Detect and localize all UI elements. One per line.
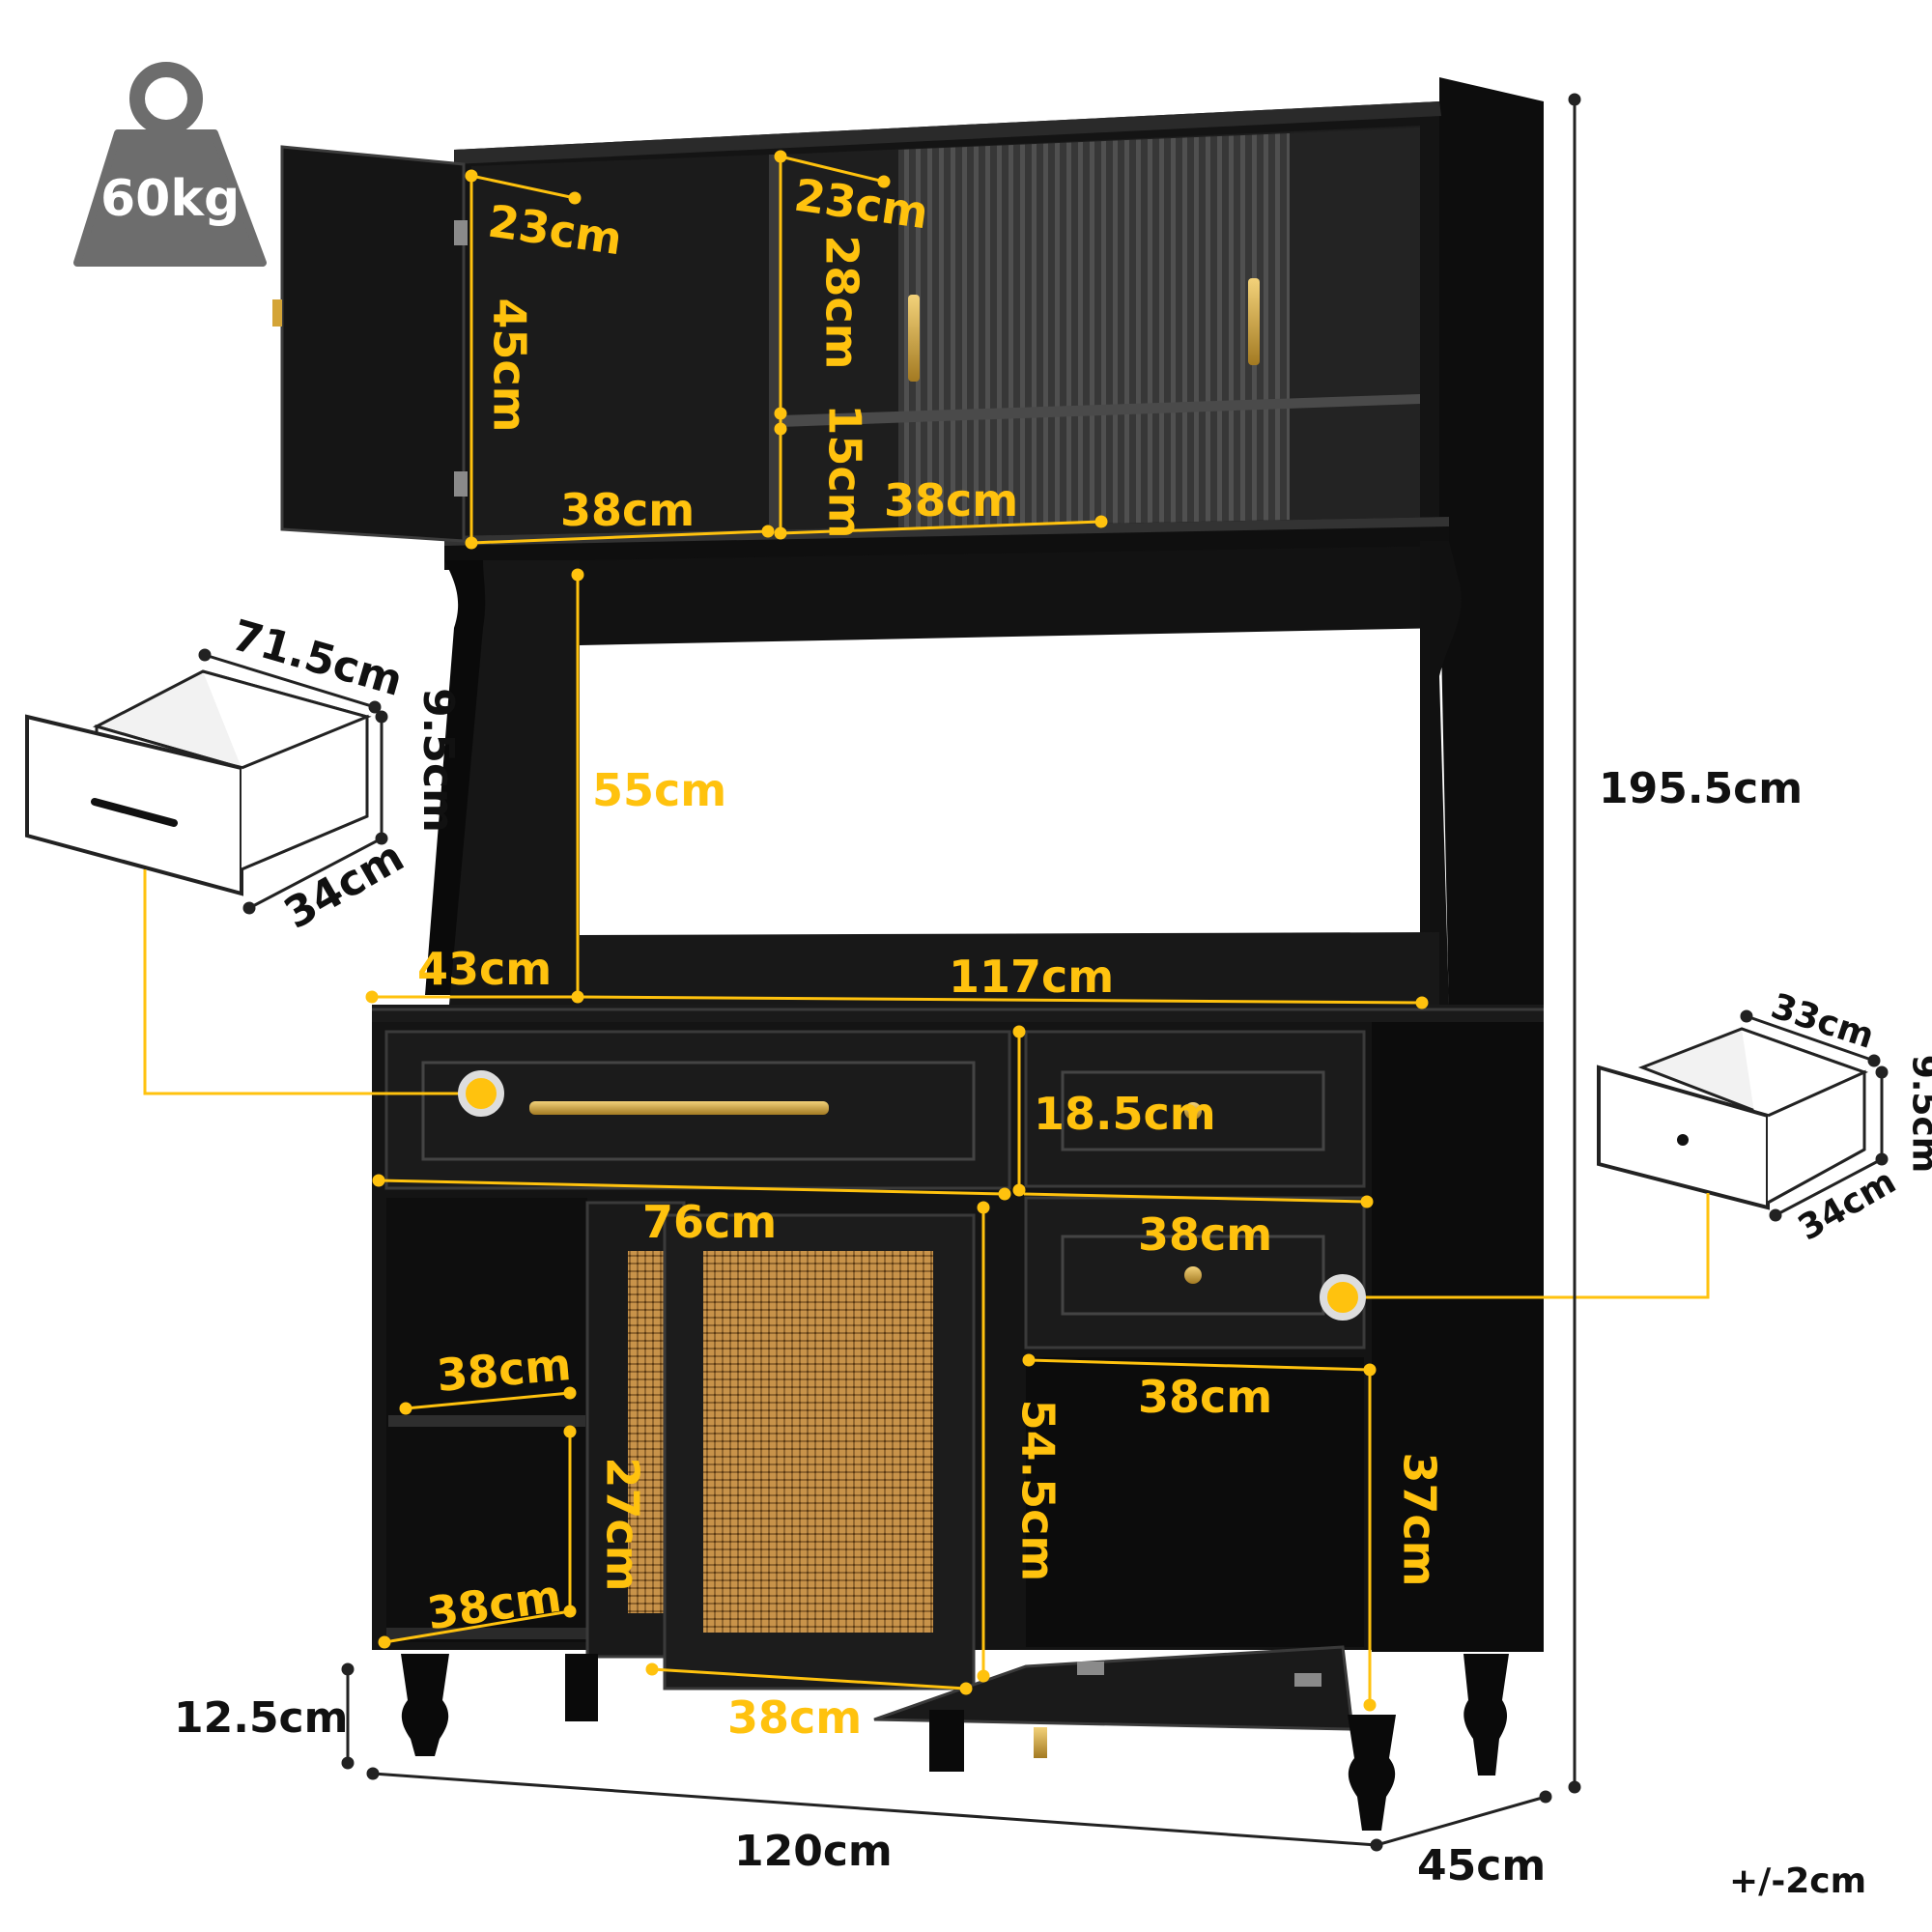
upper-cabinet xyxy=(444,77,1544,1016)
overall-depth-label: 45cm xyxy=(1417,1841,1547,1890)
right-cabinet-height-label: 37cm xyxy=(1393,1452,1446,1587)
large-drawer-height-label: 9.5cm xyxy=(412,688,463,833)
shelf-height-label: 27cm xyxy=(596,1457,649,1592)
drawer-height-label: 18.5cm xyxy=(1034,1088,1216,1140)
small-drawer-illustration xyxy=(1597,1027,1869,1210)
tolerance-label: +/-2cm xyxy=(1729,1861,1867,1901)
cabinet-legs xyxy=(401,1654,1509,1831)
top-right-lower-height-label: 15cm xyxy=(818,404,871,539)
overall-height-label: 195.5cm xyxy=(1599,764,1804,813)
hutch-frame xyxy=(425,541,1462,1005)
dimension-lines xyxy=(143,150,1710,1712)
small-drawer-width-dim-label: 38cm xyxy=(1138,1208,1273,1261)
top-left-width-label: 38cm xyxy=(560,484,696,536)
countertop-width-label: 117cm xyxy=(949,951,1115,1003)
hutch-height-label: 55cm xyxy=(592,764,727,816)
top-left-height-label: 45cm xyxy=(483,298,536,433)
large-drawer-illustration xyxy=(25,669,372,896)
weight-capacity-label: 60kg xyxy=(100,170,241,228)
countertop-depth-label: 43cm xyxy=(417,943,553,995)
left-section-width-label: 76cm xyxy=(642,1196,778,1248)
top-right-upper-height-label: 28cm xyxy=(815,235,868,370)
shelf-width-label: 38cm xyxy=(434,1338,574,1402)
open-cabinet-door xyxy=(272,145,468,543)
leg-height-label: 12.5cm xyxy=(174,1693,349,1743)
top-right-width-label: 38cm xyxy=(884,474,1019,526)
sliding-door-height-label: 54.5cm xyxy=(1011,1399,1065,1582)
base-cabinet xyxy=(372,1022,1544,1758)
right-cabinet-width-label: 38cm xyxy=(1138,1371,1273,1423)
countertop xyxy=(372,1005,1544,1024)
small-drawer-height-label: 9.5cm xyxy=(1904,1054,1932,1174)
weight-icon xyxy=(73,62,267,267)
overall-width-label: 120cm xyxy=(734,1827,893,1876)
overall-dimension-lines xyxy=(198,93,1889,1852)
sliding-door-width-label: 38cm xyxy=(727,1691,863,1744)
